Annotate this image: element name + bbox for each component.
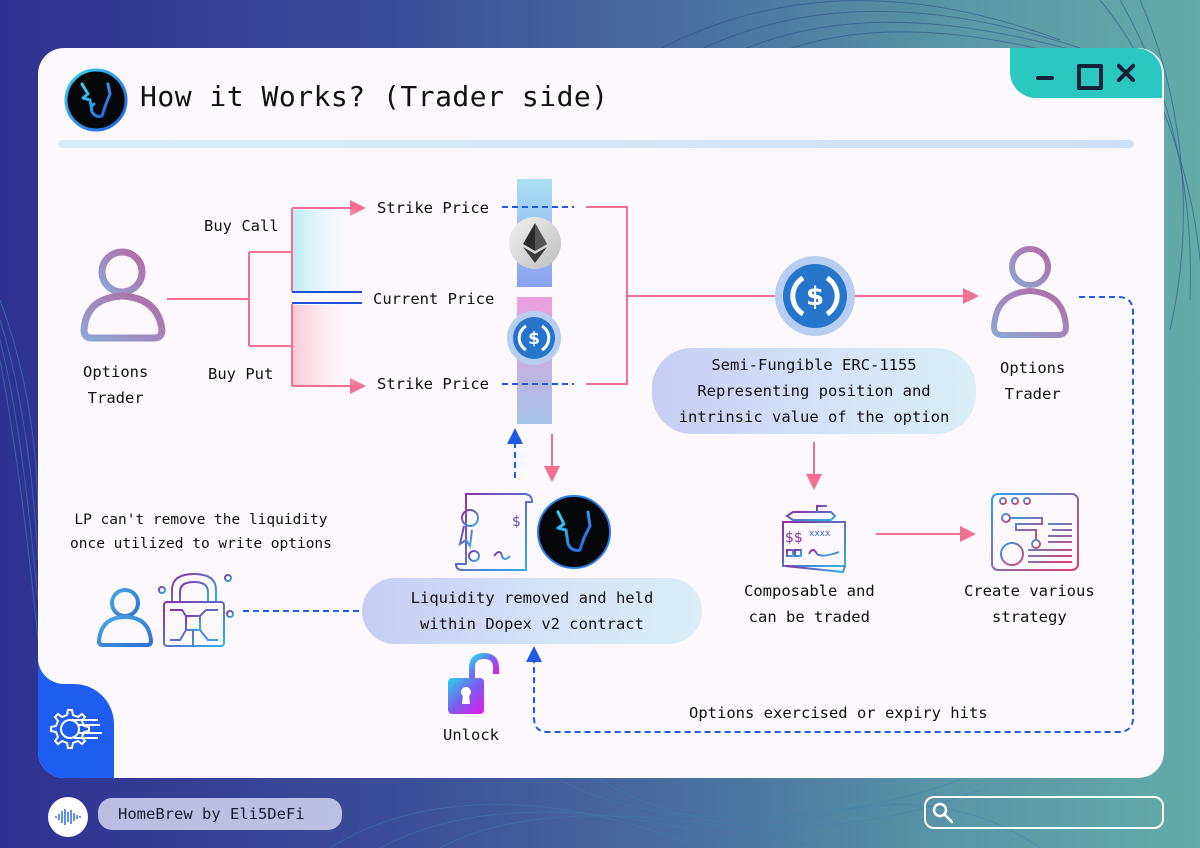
audio-button[interactable] [48,797,88,837]
close-button[interactable] [1113,60,1139,86]
erc1155-text: Semi-Fungible ERC-1155 Representing posi… [678,356,950,426]
strategy-label: Create various strategy [964,578,1095,630]
main-window [38,48,1164,778]
trader-right-label-line2: Trader [1004,385,1061,403]
brand-label: HomeBrew by Eli5DeFi [98,798,342,830]
strategy-line2: strategy [992,608,1067,626]
search-input[interactable] [960,804,1160,821]
title-underline [58,140,1134,148]
strike-price-top-label: Strike Price [377,199,489,217]
audio-wave-icon [55,809,81,825]
erc1155-pill: Semi-Fungible ERC-1155 Representing posi… [652,348,976,434]
trader-right-label: Options Trader [1000,355,1065,407]
liquidity-text: Liquidity removed and held within Dopex … [410,589,654,633]
settings-tab[interactable] [38,658,114,778]
unlock-label: Unlock [443,726,499,744]
gear-circuit-icon [50,709,102,749]
page-title: How it Works? (Trader side) [140,80,609,113]
composable-label: Composable and can be traded [744,578,875,630]
maximize-button[interactable] [1073,60,1103,90]
search-box[interactable] [924,796,1164,829]
lp-note-line2: once utilized to write options [70,536,332,552]
composable-line1: Composable and [744,582,875,600]
liquidity-pill: Liquidity removed and held within Dopex … [362,578,702,644]
dopex-logo-icon [64,68,128,132]
buy-call-label: Buy Call [204,217,279,235]
trader-left-label-line2: Trader [87,389,144,407]
buy-put-label: Buy Put [208,365,274,383]
composable-line2: can be traded [748,608,870,626]
search-icon [932,802,954,823]
lp-note-line1: LP can't remove the liquidity [74,512,328,528]
trader-left-label-line1: Options [83,363,149,381]
trader-left-label: Options Trader [83,359,148,411]
strategy-line1: Create various [964,582,1095,600]
lp-note: LP can't remove the liquidity once utili… [70,508,332,556]
minimize-button[interactable] [1033,60,1059,86]
current-price-label: Current Price [373,290,495,308]
exercise-note: Options exercised or expiry hits [689,704,988,722]
trader-right-label-line1: Options [1000,359,1066,377]
window-controls [1010,48,1162,98]
strike-price-bottom-label: Strike Price [377,375,489,393]
